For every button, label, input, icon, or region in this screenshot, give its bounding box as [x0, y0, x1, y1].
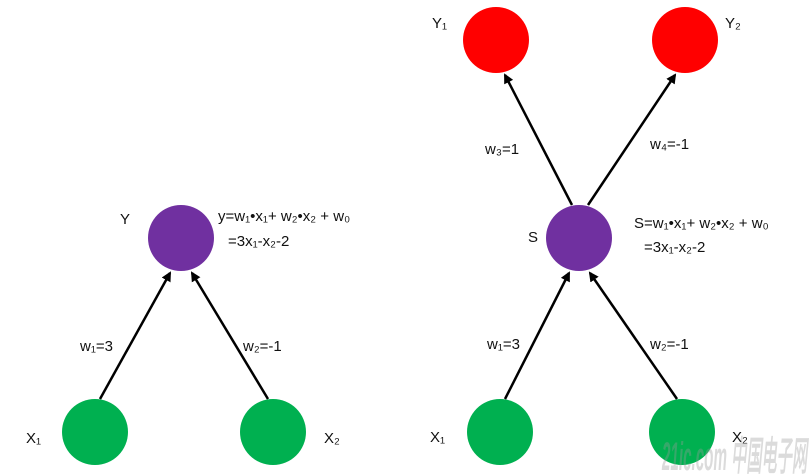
node-y2	[652, 7, 718, 73]
weight-w4: w₄=-1	[649, 136, 689, 153]
label-x1: X₁	[26, 430, 41, 447]
edge-x1-s	[503, 271, 571, 400]
edge-x2-y	[190, 271, 270, 400]
label-x1: X₁	[430, 429, 445, 446]
right-network: S S=w₁•x₁+ w₂•x₂ + w₀ =3x₁-x₂-2 w₃=1 w₄=…	[430, 7, 769, 465]
weight-w2: w₂=-1	[242, 338, 282, 355]
node-s	[546, 205, 612, 271]
watermark: 21ic.com 中国电子网	[662, 435, 809, 476]
node-x1	[467, 399, 533, 465]
label-y: Y	[120, 211, 130, 228]
edge-x2-s	[588, 271, 679, 400]
label-s: S	[528, 229, 538, 246]
label-y1: Y₁	[432, 15, 447, 32]
formula-line2: =3x₁-x₂-2	[228, 233, 289, 250]
node-y1	[463, 7, 529, 73]
node-x2	[649, 399, 715, 465]
label-y2: Y₂	[725, 15, 741, 32]
formula-line1: S=w₁•x₁+ w₂•x₂ + w₀	[634, 215, 769, 232]
weight-w3: w₃=1	[484, 141, 519, 158]
edge-s-y2	[586, 73, 677, 206]
weight-w1: w₁=3	[486, 336, 520, 353]
formula-line2: =3x₁-x₂-2	[644, 239, 705, 256]
node-x2	[240, 399, 306, 465]
label-x2: X₂	[732, 429, 748, 446]
node-x1	[62, 399, 128, 465]
label-x2: X₂	[324, 430, 340, 447]
weight-w1: w₁=3	[79, 338, 113, 355]
edge-s-y1	[503, 73, 574, 206]
edge-x1-y	[98, 271, 172, 400]
node-y	[148, 205, 214, 271]
left-network: Y y=w₁•x₁+ w₂•x₂ + w₀ =3x₁-x₂-2 w₁=3 w₂=…	[26, 205, 350, 465]
formula-line1: y=w₁•x₁+ w₂•x₂ + w₀	[218, 208, 350, 225]
weight-w2: w₂=-1	[649, 336, 689, 353]
